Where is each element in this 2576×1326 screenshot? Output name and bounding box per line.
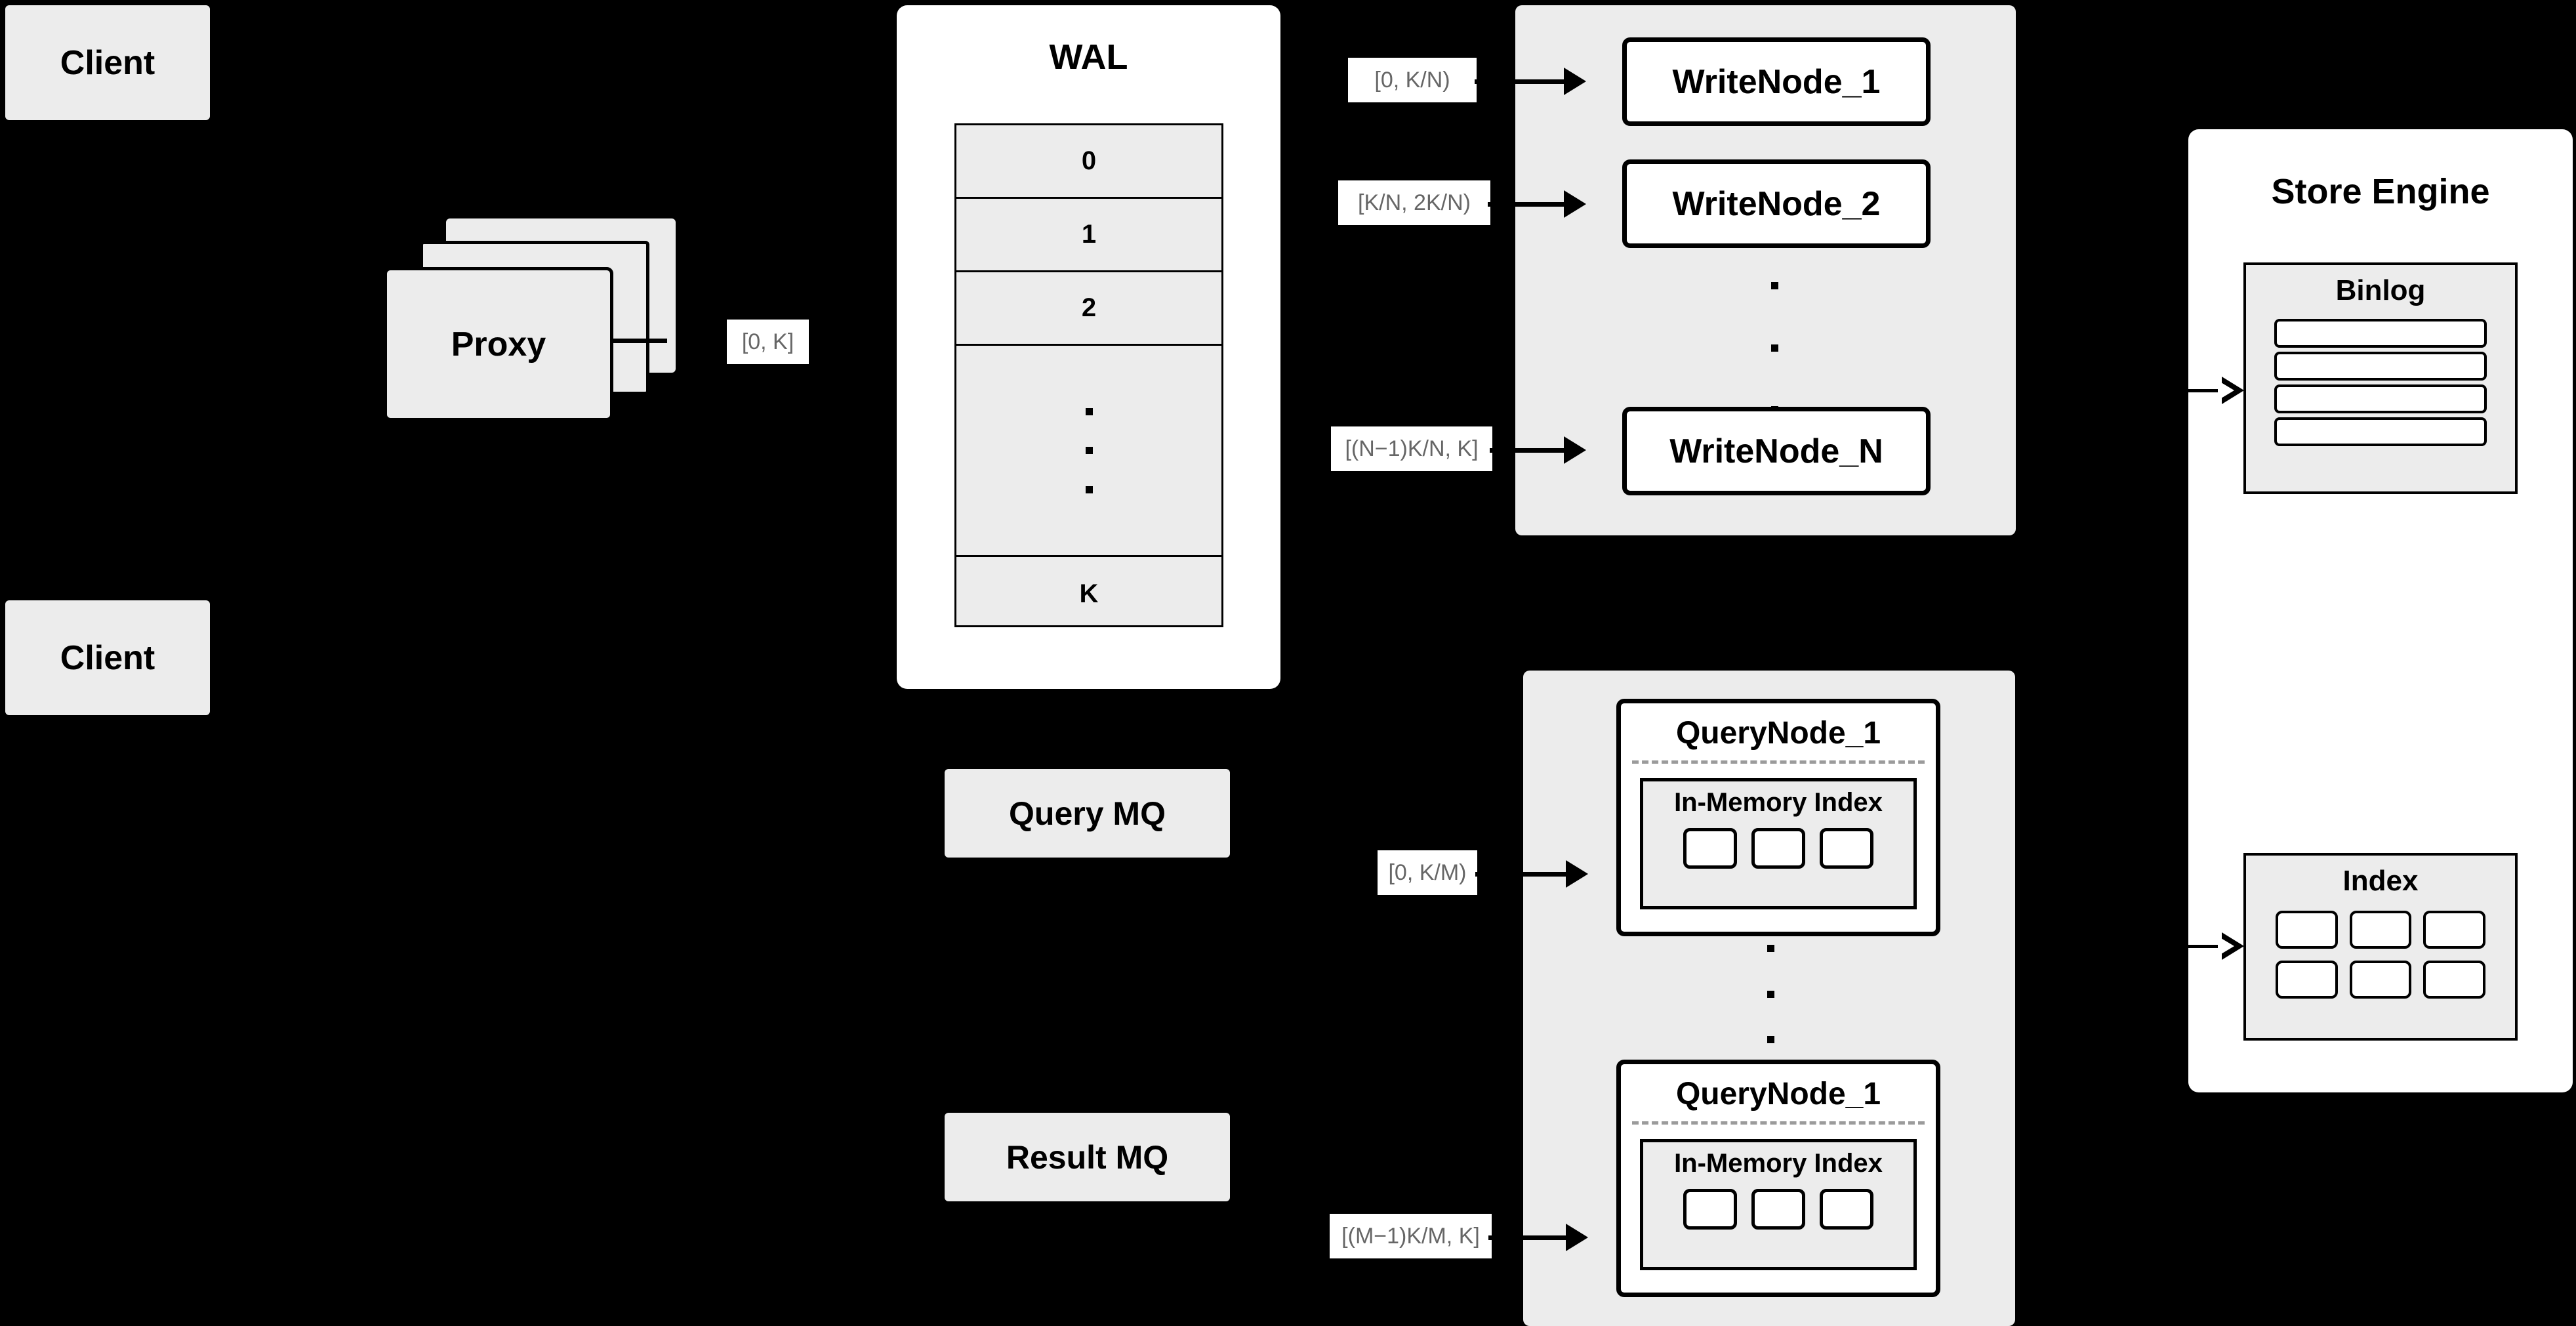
write-node-label: WriteNode_2 — [1672, 184, 1881, 223]
write-node-n-arrow — [1490, 436, 1586, 464]
in-memory-index-cell[interactable] — [1819, 1189, 1873, 1230]
index-cell[interactable] — [2276, 911, 2338, 949]
query-mq-label: Query MQ — [1009, 795, 1166, 832]
wal-panel: WAL 0 1 2 K — [897, 5, 1280, 689]
in-memory-index-box: In-Memory Index — [1639, 1139, 1917, 1270]
write-node-2-arrow — [1488, 190, 1586, 218]
wal-row[interactable]: 2 — [956, 272, 1221, 346]
wal-title: WAL — [1049, 37, 1128, 77]
binlog-bar[interactable] — [2274, 384, 2487, 413]
range-tag-text: [0, K/N) — [1374, 67, 1450, 93]
binlog-bar[interactable] — [2274, 417, 2487, 446]
in-memory-index-cell[interactable] — [1751, 828, 1805, 869]
query-node-m-arrow — [1488, 1224, 1588, 1251]
write-node-1-arrow — [1475, 68, 1586, 95]
in-memory-index-label: In-Memory Index — [1674, 1149, 1883, 1178]
index-cell[interactable] — [2349, 911, 2412, 949]
query-node-divider — [1631, 760, 1925, 764]
query-node-m-box[interactable]: QueryNode_1 In-Memory Index — [1616, 1060, 1940, 1297]
client-box-1[interactable]: Client — [5, 5, 210, 120]
write-node-label: WriteNode_N — [1669, 432, 1883, 470]
store-engine-title: Store Engine — [2271, 172, 2490, 211]
in-memory-index-cell[interactable] — [1683, 1189, 1737, 1230]
in-memory-index-cell[interactable] — [1819, 828, 1873, 869]
range-tag-text: [(M−1)K/M, K] — [1341, 1223, 1480, 1249]
result-mq-box[interactable]: Result MQ — [945, 1113, 1230, 1201]
range-tag-text: [0, K] — [741, 329, 794, 354]
write-node-2-box[interactable]: WriteNode_2 — [1622, 159, 1931, 248]
client-label: Client — [60, 43, 155, 82]
query-node-label: QueryNode_1 — [1675, 1077, 1881, 1111]
binlog-bar[interactable] — [2274, 352, 2487, 381]
query-node-1-range-tag: [0, K/M) — [1378, 850, 1477, 895]
write-node-1-range-tag: [0, K/N) — [1348, 58, 1477, 102]
result-mq-label: Result MQ — [1006, 1138, 1169, 1176]
proxy-box[interactable]: Proxy — [384, 267, 613, 421]
range-tag-text: [K/N, 2K/N) — [1358, 190, 1471, 215]
wal-row-ellipsis — [956, 346, 1221, 557]
write-node-2-range-tag: [K/N, 2K/N) — [1338, 180, 1490, 225]
client-box-2[interactable]: Client — [5, 600, 210, 715]
wal-row-label: 2 — [1081, 293, 1097, 322]
range-tag-text: [(N−1)K/N, K] — [1345, 436, 1479, 461]
wal-table: 0 1 2 K — [954, 123, 1223, 627]
index-inbound-arrow — [2186, 932, 2244, 960]
range-tag-text: [0, K/M) — [1388, 860, 1467, 885]
index-cell[interactable] — [2276, 961, 2338, 999]
write-node-1-box[interactable]: WriteNode_1 — [1622, 37, 1931, 126]
query-node-1-box[interactable]: QueryNode_1 In-Memory Index — [1616, 699, 1940, 936]
write-node-n-range-tag: [(N−1)K/N, K] — [1331, 426, 1492, 471]
wal-vertical-dots — [1085, 407, 1093, 493]
query-node-m-range-tag: [(M−1)K/M, K] — [1330, 1214, 1492, 1258]
proxy-label: Proxy — [451, 325, 546, 363]
in-memory-index-cell[interactable] — [1751, 1189, 1805, 1230]
query-node-group-ellipsis — [1767, 945, 1774, 1043]
index-title: Index — [2342, 865, 2419, 897]
proxy-range-tag: [0, K] — [727, 320, 809, 364]
query-node-divider — [1631, 1121, 1925, 1125]
index-cell[interactable] — [2349, 961, 2412, 999]
wal-row[interactable]: K — [956, 557, 1221, 631]
binlog-bar[interactable] — [2274, 319, 2487, 348]
in-memory-index-label: In-Memory Index — [1674, 788, 1883, 817]
wal-row[interactable]: 1 — [956, 199, 1221, 272]
client-label: Client — [60, 638, 155, 677]
write-node-n-box[interactable]: WriteNode_N — [1622, 407, 1931, 495]
query-mq-box[interactable]: Query MQ — [945, 769, 1230, 858]
in-memory-index-box: In-Memory Index — [1639, 778, 1917, 909]
index-box: Index — [2243, 853, 2518, 1041]
wal-row-label: 0 — [1081, 146, 1097, 175]
query-node-label: QueryNode_1 — [1675, 716, 1881, 751]
proxy-to-wal-connector — [613, 339, 667, 343]
binlog-inbound-arrow — [2186, 377, 2244, 404]
binlog-box: Binlog — [2243, 262, 2518, 494]
wal-row-label: 1 — [1081, 220, 1097, 249]
write-node-group-ellipsis — [1770, 282, 1778, 413]
wal-row[interactable]: 0 — [956, 125, 1221, 199]
index-cell[interactable] — [2423, 961, 2485, 999]
index-cell[interactable] — [2423, 911, 2485, 949]
in-memory-index-cell[interactable] — [1683, 828, 1737, 869]
wal-row-label: K — [1079, 579, 1099, 608]
query-node-1-arrow — [1475, 860, 1588, 888]
write-node-label: WriteNode_1 — [1672, 62, 1881, 101]
binlog-title: Binlog — [2335, 274, 2426, 306]
store-engine-panel: Store Engine Binlog Index — [2188, 129, 2573, 1092]
